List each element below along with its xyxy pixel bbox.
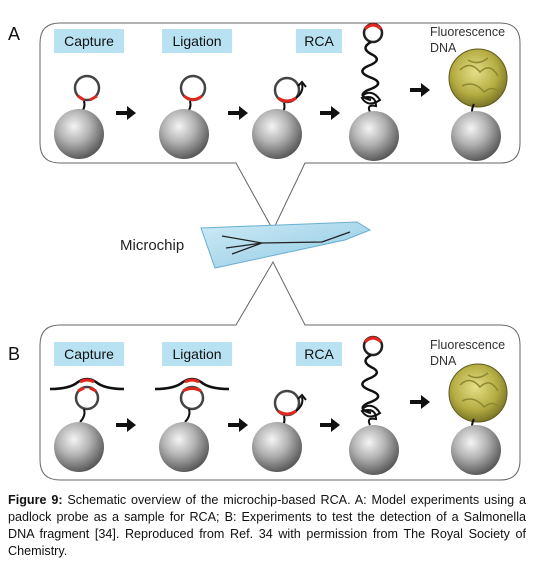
panel-b-rca-product-stage: [349, 335, 399, 475]
panel-a-fluorescence-stage: [448, 48, 508, 161]
bead: [159, 422, 209, 472]
bead: [349, 111, 399, 161]
panel-b-rca-start-stage: [252, 389, 307, 472]
panel-b-ligation-stage: [154, 377, 230, 472]
arrow-right-icon: [116, 418, 136, 432]
arrow-right-icon: [228, 106, 248, 120]
arrow-right-icon: [228, 418, 248, 432]
panel-b-capture-label-box: [54, 342, 124, 366]
bead: [451, 111, 501, 161]
bead: [54, 109, 104, 159]
arrow-right-icon: [116, 106, 136, 120]
arrow-right-icon: [320, 418, 340, 432]
panel-a-capture-label: Capture: [64, 33, 114, 49]
panel-a-ligation-label: Ligation: [172, 33, 221, 49]
microchip-slide: [200, 221, 372, 269]
fluorescent-dna-ball: [448, 48, 508, 108]
figure-label: Figure 9:: [8, 493, 63, 507]
panel-b-rca-label-box: [296, 342, 342, 366]
arrow-right-icon: [410, 83, 430, 97]
microchip-channels: [221, 231, 351, 255]
panel-a-rca-product-stage: [349, 22, 399, 161]
panel-a-capture-label-box: [54, 29, 124, 53]
panel-a-product-label-line1: Fluorescence: [430, 25, 505, 39]
arrow-right-icon: [410, 395, 430, 409]
microchip: Microchip: [120, 221, 372, 269]
panel-a-capture-stage: [54, 74, 104, 159]
microchip-label: Microchip: [120, 237, 184, 254]
panel-b-ligation-label: Ligation: [172, 346, 221, 362]
panel-a-product-label-line2: DNA: [430, 41, 457, 55]
bead: [54, 422, 104, 472]
panel-b-ligation-label-box: [162, 342, 232, 366]
figure-caption: Figure 9: Schematic overview of the micr…: [8, 492, 526, 560]
panel-b-letter: B: [8, 344, 20, 364]
panel-b: B Capture Ligation RCA Fluorescence DNA: [8, 260, 521, 481]
rca-schematic: A Capture Ligation RCA Fluorescence DNA: [8, 22, 521, 481]
panel-b-product-label-line1: Fluorescence: [430, 338, 505, 352]
panel-b-callout: [39, 260, 521, 481]
arrow-right-icon: [320, 106, 340, 120]
bead: [159, 109, 209, 159]
fluorescent-dna-ball: [448, 363, 508, 423]
panel-a-rca-label-box: [296, 29, 342, 53]
panel-a: A Capture Ligation RCA Fluorescence DNA: [8, 22, 521, 232]
panel-a-rca-start-stage: [252, 76, 307, 159]
panel-b-capture-label: Capture: [64, 346, 114, 362]
panel-a-rca-label: RCA: [304, 33, 334, 49]
panel-b-fluorescence-stage: [448, 363, 508, 475]
panel-a-ligation-stage: [159, 74, 209, 159]
caption-text: Schematic overview of the microchip-base…: [8, 493, 526, 558]
panel-b-capture-stage: [49, 377, 125, 472]
panel-b-product-label-line2: DNA: [430, 354, 457, 368]
bead: [252, 109, 302, 159]
bead: [349, 425, 399, 475]
panel-a-ligation-label-box: [162, 29, 232, 53]
bead: [252, 422, 302, 472]
panel-b-rca-label: RCA: [304, 346, 334, 362]
panel-a-letter: A: [8, 24, 20, 44]
bead: [451, 425, 501, 475]
